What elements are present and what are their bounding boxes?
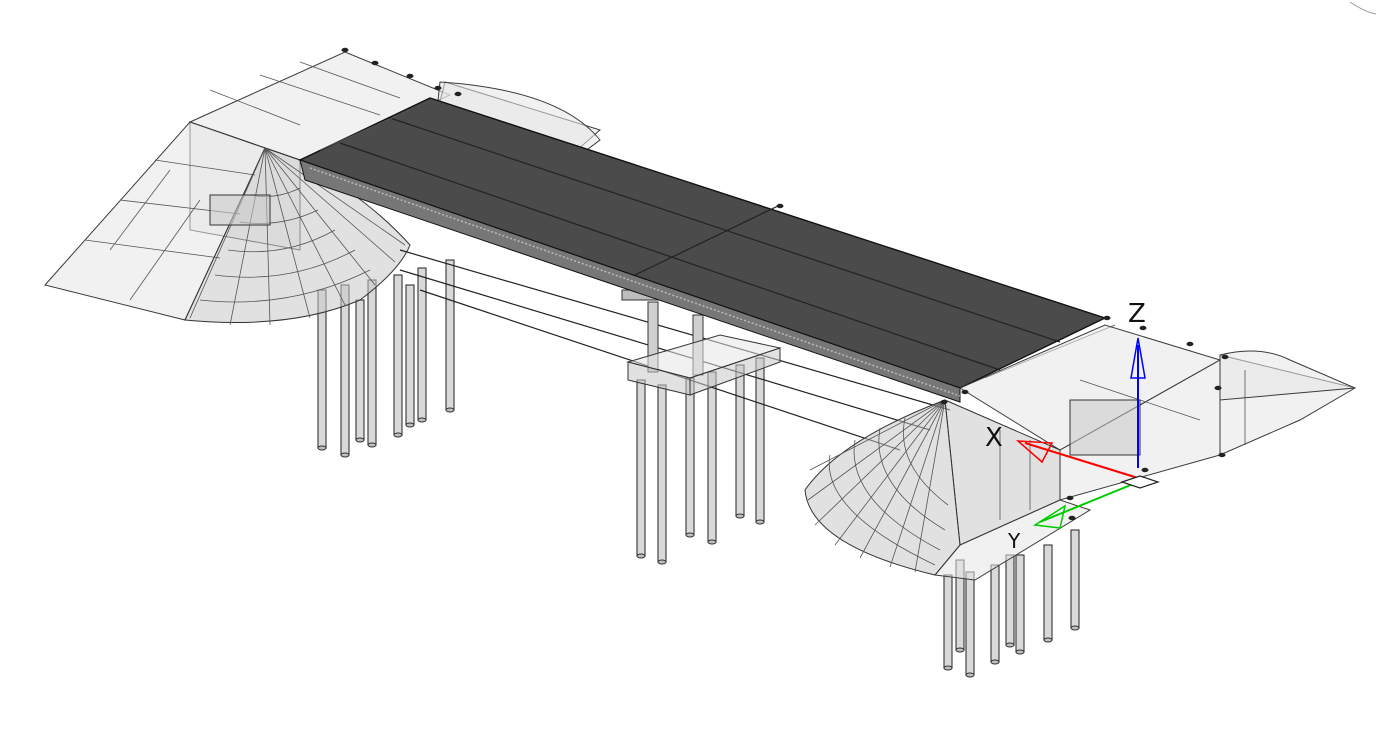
cone-mesh-line: [859, 399, 946, 559]
y-axis-line: [1039, 481, 1139, 523]
node-marker: [961, 389, 969, 395]
node-marker: [940, 399, 948, 405]
right-abutment-inner-block: [1069, 399, 1141, 456]
cone-mesh-arc: [199, 269, 371, 303]
cone-mesh-arc: [903, 417, 949, 506]
node-marker: [1066, 495, 1074, 501]
y-axis-label: Y: [1007, 529, 1021, 553]
x-axis-label: X: [985, 423, 1003, 453]
left-cone-mesh: [189, 147, 406, 326]
left-wing-gridline: [84, 239, 221, 259]
cone-mesh-line: [264, 147, 311, 319]
pile: [685, 377, 695, 538]
pile: [367, 279, 377, 448]
cone-mesh-line: [807, 399, 946, 501]
left-wing-gridline: [154, 159, 256, 176]
cone-mesh-arc: [214, 249, 356, 278]
deck-lane-line: [339, 142, 1001, 371]
deck-girder-detail: [309, 167, 961, 397]
pile: [707, 371, 717, 545]
pile: [405, 284, 415, 428]
node-marker: [1103, 315, 1111, 321]
axis-triad[interactable]: Z X Y: [985, 299, 1160, 553]
node-marker: [1214, 385, 1222, 391]
deck-side-face: [299, 159, 961, 403]
node-marker: [1141, 467, 1149, 473]
pile: [317, 289, 327, 451]
cone-mesh-line: [834, 399, 946, 546]
node-marker: [1139, 325, 1147, 331]
axis-origin-marker: [1120, 475, 1160, 489]
pile: [445, 259, 455, 413]
node-marker: [434, 85, 442, 91]
pier-cap-side: [689, 347, 781, 396]
right-abutment[interactable]: [804, 324, 1357, 581]
x-axis-arrowhead: [1015, 440, 1054, 464]
pile: [943, 574, 953, 671]
z-axis-arrowhead: [1130, 337, 1146, 379]
pile: [755, 357, 765, 525]
right-wing-cap: [1219, 350, 1356, 401]
node-marker: [341, 47, 349, 53]
left-abutment-gridline: [299, 61, 401, 99]
cone-mesh-line: [264, 147, 376, 286]
left-abutment-gridline: [259, 74, 381, 116]
cone-mesh-line: [189, 147, 266, 319]
cone-mesh-line: [914, 399, 946, 573]
cone-mesh-line: [229, 147, 266, 326]
right-abutment-gridline: [1079, 379, 1201, 421]
node-marker: [1218, 452, 1226, 458]
pile: [340, 284, 350, 458]
cone-mesh-line: [889, 399, 946, 568]
pile: [1070, 529, 1080, 631]
pile: [735, 364, 745, 519]
node-marker: [454, 91, 462, 97]
right-cone-mesh: [807, 399, 949, 573]
middle-pier[interactable]: [621, 289, 782, 396]
pile: [636, 379, 646, 559]
pile: [1005, 554, 1015, 648]
left-wing-gridline: [129, 199, 201, 301]
cone-mesh-line: [264, 147, 406, 246]
cone-mesh-line: [264, 147, 271, 326]
cone-mesh-line: [814, 399, 946, 526]
left-abutment-gridline: [209, 89, 301, 126]
pile: [417, 267, 427, 423]
deck-end-line: [319, 109, 411, 151]
pile: [1015, 554, 1025, 655]
cone-mesh-line: [809, 399, 946, 471]
left-wing-gridline: [109, 169, 171, 251]
z-axis-label: Z: [1128, 299, 1146, 329]
cone-mesh-line: [264, 147, 346, 306]
pile: [657, 384, 667, 565]
pile: [393, 274, 403, 438]
pile: [355, 299, 365, 443]
pile: [990, 564, 1000, 665]
node-marker: [1221, 354, 1229, 360]
left-abutment-pile-group: [317, 259, 455, 458]
deck-lane-line: [389, 117, 1061, 343]
left-abutment-inner-block: [209, 194, 271, 226]
pile: [1043, 544, 1053, 643]
deck-joint-line: [634, 204, 781, 276]
cone-mesh-arc: [227, 229, 336, 253]
node-marker: [776, 203, 784, 209]
node-marker: [371, 60, 379, 66]
pile: [965, 571, 975, 678]
cone-mesh-arc: [828, 454, 936, 566]
y-axis-arrowhead: [1032, 504, 1067, 529]
node-marker: [406, 73, 414, 79]
cone-mesh-line: [264, 147, 396, 263]
node-marker: [1068, 515, 1076, 521]
cone-mesh-arc: [878, 427, 946, 531]
x-axis-line: [1024, 442, 1139, 479]
model-node-markers: [341, 47, 1229, 521]
cone-mesh-arc: [853, 439, 941, 551]
node-marker: [1186, 341, 1194, 347]
corner-arc-decoration: [1349, 1, 1376, 15]
